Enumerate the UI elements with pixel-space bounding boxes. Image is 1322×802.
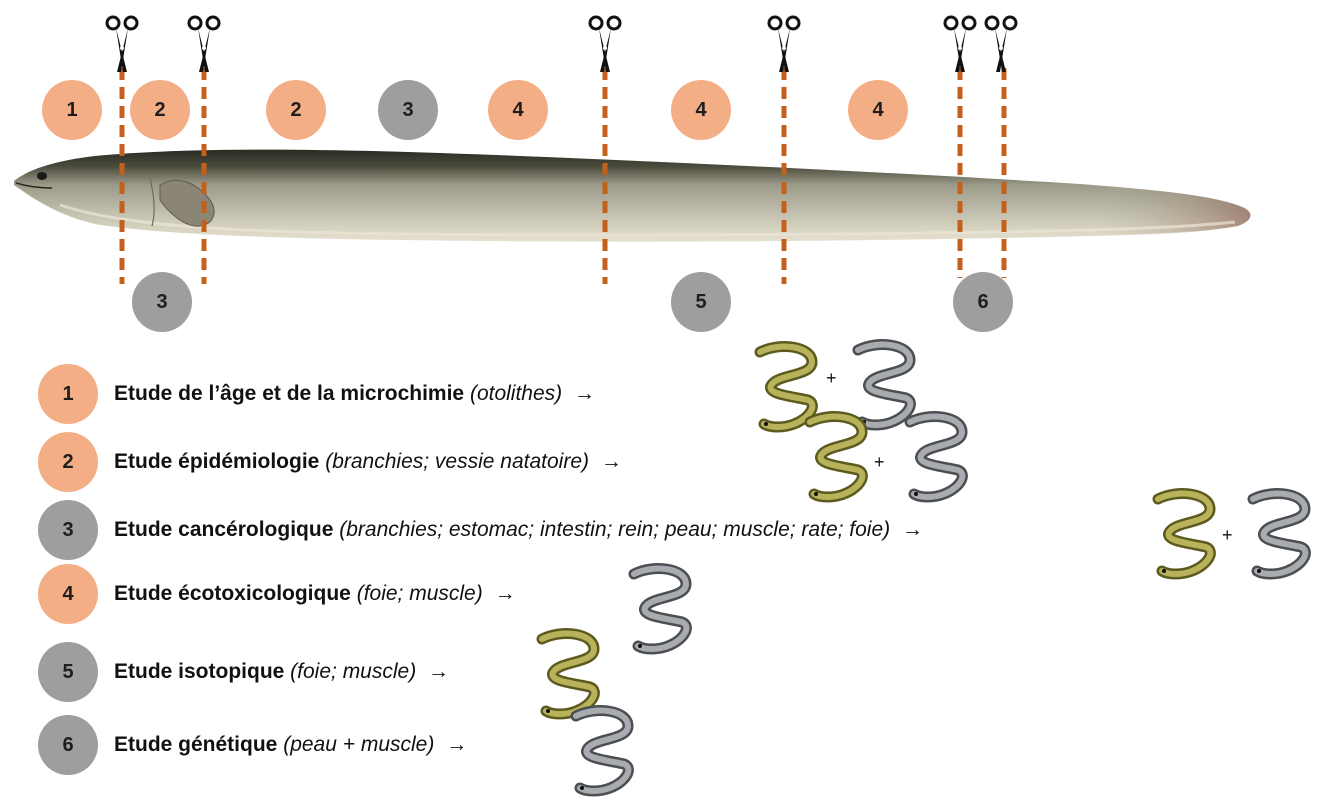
figure-badge-top: 4 [488, 80, 548, 140]
plus-sign: + [874, 452, 885, 473]
legend-title-6: Etude génétique [114, 733, 277, 756]
legend-badge-2: 2 [38, 432, 98, 492]
scissors-icon [588, 14, 622, 79]
scissors-icon [984, 14, 1018, 79]
figure-badge-bottom: 6 [953, 272, 1013, 332]
figure-badge-top: 4 [671, 80, 731, 140]
plus-sign: + [826, 368, 837, 389]
legend-badge-3: 3 [38, 500, 98, 560]
legend-arrow-4: → [495, 582, 516, 605]
figure-badge-top: 2 [266, 80, 326, 140]
silver-eel-icon [624, 560, 694, 660]
yellow-eel-icon [1148, 485, 1218, 585]
legend-title-3: Etude cancérologique [114, 518, 333, 541]
legend-detail-4: (foie; muscle) [357, 582, 483, 605]
figure-badge-bottom: 5 [671, 272, 731, 332]
legend-badge-6: 6 [38, 715, 98, 775]
legend-detail-2: (branchies; vessie natatoire) [325, 450, 589, 473]
legend-row-4: 4 Etude écotoxicologique (foie; muscle) … [38, 563, 516, 625]
eel-eye [37, 172, 47, 180]
legend-row-3: 3 Etude cancérologique (branchies; estom… [38, 499, 923, 561]
legend-detail-6: (peau + muscle) [283, 733, 434, 756]
legend-title-5: Etude isotopique [114, 660, 284, 683]
figure-badge-top: 2 [130, 80, 190, 140]
legend-arrow-3: → [902, 518, 923, 541]
scissors-icon [943, 14, 977, 79]
legend-arrow-6: → [446, 733, 467, 756]
figure-badge-top: 4 [848, 80, 908, 140]
scissors-icon [105, 14, 139, 79]
legend-badge-5: 5 [38, 642, 98, 702]
legend-title-4: Etude écotoxicologique [114, 582, 351, 605]
legend-arrow-2: → [601, 450, 622, 473]
legend-title-2: Etude épidémiologie [114, 450, 319, 473]
legend-row-1: 1 Etude de l’âge et de la microchimie (o… [38, 363, 595, 425]
legend-badge-1: 1 [38, 364, 98, 424]
plus-sign: + [1222, 525, 1233, 546]
legend-detail-1: (otolithes) [470, 382, 562, 405]
legend-row-6: 6 Etude génétique (peau + muscle) → [38, 714, 467, 776]
silver-eel-icon [566, 702, 636, 802]
figure-badge-top: 1 [42, 80, 102, 140]
legend-detail-5: (foie; muscle) [290, 660, 416, 683]
legend-arrow-1: → [574, 382, 595, 405]
legend-row-2: 2 Etude épidémiologie (branchies; vessie… [38, 431, 622, 493]
legend-row-5: 5 Etude isotopique (foie; muscle) → [38, 641, 449, 703]
scissors-icon [767, 14, 801, 79]
legend-badge-4: 4 [38, 564, 98, 624]
yellow-eel-icon [800, 408, 870, 508]
silver-eel-icon [900, 408, 970, 508]
silver-eel-icon [1243, 485, 1313, 585]
legend-title-1: Etude de l’âge et de la microchimie [114, 382, 464, 405]
legend-detail-3: (branchies; estomac; intestin; rein; pea… [339, 518, 890, 541]
legend-arrow-5: → [428, 660, 449, 683]
figure-badge-bottom: 3 [132, 272, 192, 332]
scissors-icon [187, 14, 221, 79]
figure-badge-top: 3 [378, 80, 438, 140]
